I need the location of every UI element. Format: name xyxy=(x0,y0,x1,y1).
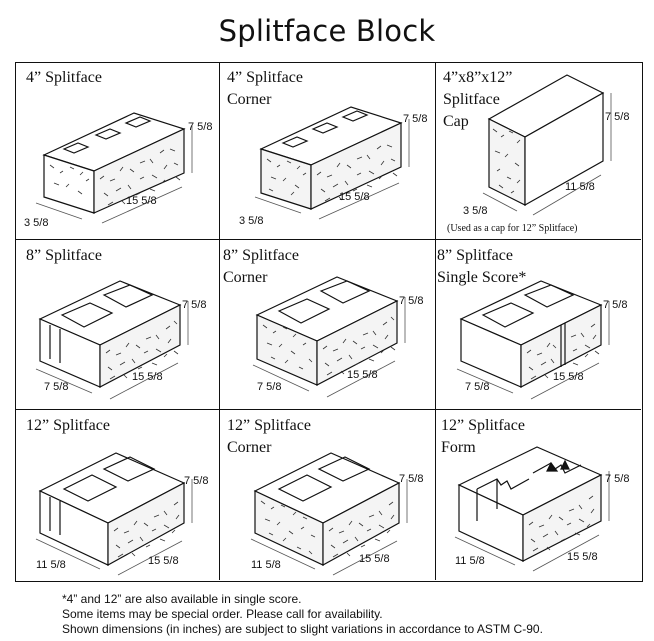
block-8in-splitface-corner-drawing xyxy=(252,276,406,398)
dim-width: 7 5/8 xyxy=(44,381,69,393)
dim-width: 3 5/8 xyxy=(24,217,49,229)
grid-divider xyxy=(16,239,641,240)
dim-height: 7 5/8 xyxy=(399,473,424,485)
block-label: 8” Splitface xyxy=(26,247,102,264)
block-cell-8in-splitface-single-score: 8” Splitface Single Score* 7 5/8 15 5/8 xyxy=(437,241,641,409)
dim-height: 7 5/8 xyxy=(603,299,628,311)
block-4in-splitface-corner-drawing xyxy=(254,106,410,220)
grid-divider xyxy=(16,409,641,410)
dim-width: 11 5/8 xyxy=(36,559,66,571)
block-cell-12in-splitface-corner: 12” Splitface Corner 7 5/8 15 5/8 11 5/8 xyxy=(221,411,435,581)
block-label: 12” Splitface Corner xyxy=(227,417,311,456)
dim-height: 7 5/8 xyxy=(605,473,630,485)
block-splitface-cap-drawing xyxy=(482,74,612,216)
block-label: 4” Splitface Corner xyxy=(227,69,303,108)
block-label: 8” Splitface Corner xyxy=(223,247,299,286)
footer-notes: *4” and 12” are also available in single… xyxy=(62,592,543,637)
cap-usage-note: (Used as a cap for 12” Splitface) xyxy=(447,223,578,234)
dim-height: 7 5/8 xyxy=(182,299,207,311)
dim-length: 15 5/8 xyxy=(339,191,370,203)
dim-length: 15 5/8 xyxy=(132,371,163,383)
block-cell-4in-splitface-corner: 4” Splitface Corner 7 5/8 15 5/8 3 5/ xyxy=(221,63,435,239)
block-cell-12in-splitface-form: 12” Splitface Form 7 5/8 15 5/8 xyxy=(437,411,641,581)
footer-line: Some items may be special order. Please … xyxy=(62,607,383,621)
block-4in-splitface-drawing xyxy=(35,112,193,224)
block-8in-single-score-drawing xyxy=(456,280,610,400)
block-label: 8” Splitface Single Score* xyxy=(437,247,527,286)
block-12in-splitface-form-drawing xyxy=(454,446,610,572)
block-label: 12” Splitface Form xyxy=(441,417,525,456)
footer-line: *4” and 12” are also available in single… xyxy=(62,592,302,606)
dim-width: 11 5/8 xyxy=(251,559,281,571)
footer-line: Shown dimensions (in inches) are subject… xyxy=(62,622,543,636)
block-label: 12” Splitface xyxy=(26,417,110,434)
dim-height: 7 5/8 xyxy=(403,113,428,125)
dim-length: 15 5/8 xyxy=(347,369,378,381)
dim-length: 15 5/8 xyxy=(553,371,584,383)
block-8in-splitface-drawing xyxy=(35,280,189,400)
dim-width: 7 5/8 xyxy=(257,381,282,393)
block-12in-splitface-drawing xyxy=(35,452,193,576)
dim-length: 15 5/8 xyxy=(148,555,179,567)
block-cell-8in-splitface: 8” Splitface 7 5/8 15 5/8 7 5/8 xyxy=(16,241,219,409)
block-label: 4”x8”x12” Splitface Cap xyxy=(443,69,513,130)
block-12in-splitface-corner-drawing xyxy=(250,452,408,576)
block-grid: 4” Splitface 7 5/8 15 5/8 3 5/8 xyxy=(15,62,643,582)
dim-width: 3 5/8 xyxy=(239,215,264,227)
block-label: 4” Splitface xyxy=(26,69,102,86)
dim-length: 15 5/8 xyxy=(359,553,390,565)
dim-height: 7 5/8 xyxy=(184,475,209,487)
block-cell-12in-splitface: 12” Splitface 7 5/8 15 5/8 11 5/8 xyxy=(16,411,219,581)
dim-width: 3 5/8 xyxy=(463,205,488,217)
block-cell-splitface-cap: 4”x8”x12” Splitface Cap 7 5/8 11 5/8 3 5… xyxy=(437,63,641,239)
grid-divider xyxy=(219,63,220,580)
dim-width: 11 5/8 xyxy=(455,555,485,567)
dim-length: 11 5/8 xyxy=(565,181,595,193)
grid-divider xyxy=(435,63,436,580)
dim-length: 15 5/8 xyxy=(567,551,598,563)
dim-length: 15 5/8 xyxy=(126,195,157,207)
dim-height: 7 5/8 xyxy=(188,121,213,133)
block-cell-8in-splitface-corner: 8” Splitface Corner 7 5/8 15 5/8 7 5/8 xyxy=(221,241,435,409)
dim-width: 7 5/8 xyxy=(465,381,490,393)
dim-height: 7 5/8 xyxy=(605,111,630,123)
dim-height: 7 5/8 xyxy=(399,295,424,307)
page-title: Splitface Block xyxy=(218,14,436,48)
block-cell-4in-splitface: 4” Splitface 7 5/8 15 5/8 3 5/8 xyxy=(16,63,219,239)
